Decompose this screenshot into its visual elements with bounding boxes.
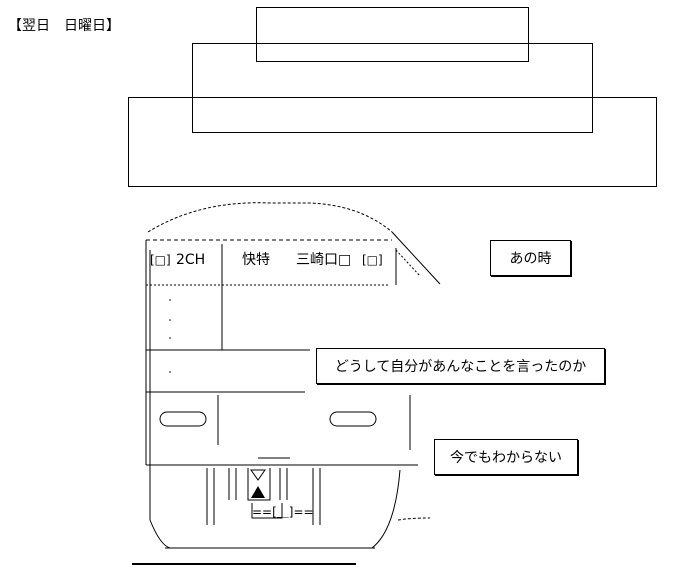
caption-text-3: 今でもわからない	[450, 450, 562, 466]
date-heading: 【翌日 日曜日】	[8, 18, 120, 34]
caption-box-3: 今でもわからない	[434, 439, 578, 475]
train-line-label: 2CH	[176, 252, 206, 268]
caption-text-2: どうして自分があんなことを言ったのか	[334, 359, 587, 375]
caption-box-1: あの時	[490, 240, 571, 276]
caption-text-1: あの時	[509, 251, 552, 267]
caption-box-2: どうして自分があんなことを言ったのか	[316, 348, 605, 384]
frame-bottom	[128, 97, 657, 187]
frame-top	[256, 7, 529, 62]
train-destination-label: 三崎口	[296, 252, 338, 268]
sign-square-icon: □	[338, 252, 352, 268]
train-service-label: 快特	[242, 252, 270, 268]
sign-bracket-left: [□]	[150, 253, 171, 267]
sign-bracket-right: [□]	[362, 253, 383, 267]
frame-middle	[192, 43, 593, 133]
coupler-bracket: ==[＿]==	[252, 505, 314, 519]
